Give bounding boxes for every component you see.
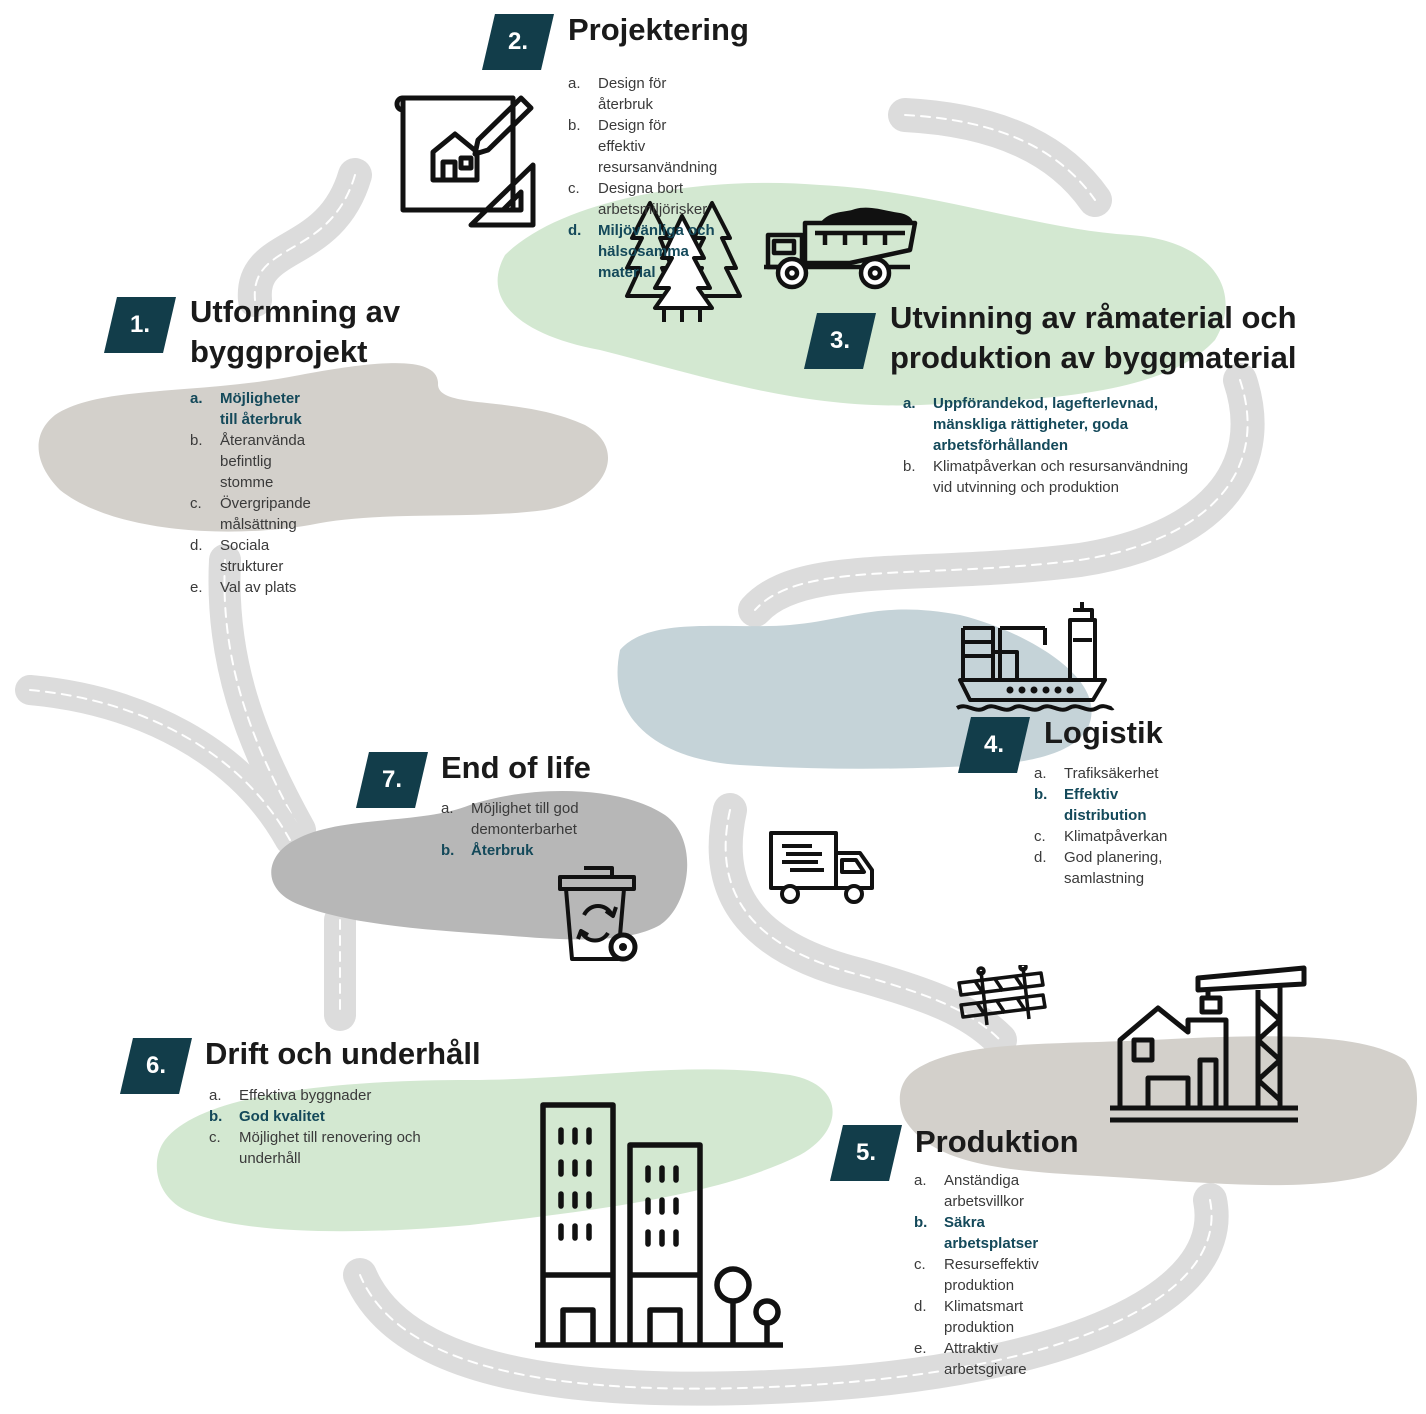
recycle-bin-icon [558,866,638,962]
stage-number-badge: 3. [804,313,876,369]
buildings-icon [535,1102,783,1348]
road [237,158,372,317]
cargo-ship-icon [955,602,1115,712]
stage-item-list: a.Uppförandekod, lagefterlevnad, mänskli… [903,393,1203,498]
stage-number-badge: 1. [104,297,176,353]
list-item: b.Återanvända befintlig stomme [190,432,306,491]
stage-title: Projektering [568,12,749,47]
list-item: d.Klimatsmart produktion [914,1298,1024,1336]
list-item: a.Uppförandekod, lagefterlevnad, mänskli… [903,395,1159,454]
road [343,1183,1229,1406]
gray-blob [38,363,609,532]
list-item: b.Design för effektiv resursanvändning [568,117,718,176]
list-item: a.Design för återbruk [568,75,667,113]
list-item: b.Återbruk [441,842,534,859]
list-item: a.Möjligheter till återbruk [190,390,302,428]
road [208,544,316,846]
road-barrier-icon [957,965,1047,1026]
stage-number-badge: 5. [830,1125,902,1181]
stage-title: End of life [441,750,591,785]
road [888,98,1112,217]
list-item: c.Designa bort arbetsmiljörisker [568,180,708,218]
list-item: b.Effektiv distribution [1034,786,1147,824]
stage-item-list: a.Anständiga arbetsvillkor b.Säkra arbet… [914,1170,1039,1380]
delivery-truck-icon [769,831,874,904]
dark-gray-blob [271,791,688,940]
stage-number-badge: 6. [120,1038,192,1094]
stage-title: Produktion [915,1124,1079,1159]
stage-item-list: a.Effektiva byggnader b.God kvalitet c.M… [209,1085,469,1169]
list-item: c.Övergripande målsättning [190,495,311,533]
list-item: b.Klimatpåverkan och resursanvändning vi… [903,458,1189,496]
list-item: c.Klimatpåverkan [1034,828,1168,845]
list-item: c.Möjlighet till renovering och underhål… [209,1129,421,1167]
list-item: d.God planering, samlastning [1034,849,1163,887]
stage-number-badge: 7. [356,752,428,808]
stage-title: Utformning av byggprojekt [190,294,401,369]
list-item: a.Trafiksäkerhet [1034,765,1159,782]
road [15,675,305,855]
stage-title: Logistik [1044,715,1163,750]
list-item: b.God kvalitet [209,1108,325,1125]
stage-number-badge: 4. [958,717,1030,773]
list-item: d.Sociala strukturer [190,537,284,575]
stage-item-list: a.Möjlighet till god demonterbarhet b.Åt… [441,798,616,861]
list-item: b.Säkra arbetsplatser [914,1214,1039,1252]
list-item: e.Val av plats [190,579,297,596]
stage-item-list: a.Trafiksäkerhet b.Effektiv distribution… [1034,763,1167,889]
stage-title: Drift och underhåll [205,1036,481,1071]
dump-truck-icon [764,207,918,290]
list-item: a.Effektiva byggnader [209,1087,372,1104]
construction-crane-icon [1110,965,1307,1123]
gray-blob [899,1036,1418,1186]
stage-item-list: a.Design för återbruk b.Design för effek… [568,73,717,283]
list-item: a.Möjlighet till god demonterbarhet [441,800,579,838]
list-item: a.Anständiga arbetsvillkor [914,1172,1025,1210]
road [738,363,1265,627]
stage-number-badge: 2. [482,14,554,70]
list-item: c.Resurseffektiv produktion [914,1256,1039,1294]
list-item: d.Miljövänliga och hälsosamma material [568,222,715,281]
list-item: e.Attraktiv arbetsgivare [914,1340,1027,1378]
stage-title: Utvinning av råmaterial och produktion a… [890,300,1297,375]
trees-icon [625,201,742,322]
green-blob [156,1069,833,1232]
stage-item-list: a.Möjligheter till återbruk b.Återanvänd… [190,388,311,598]
blueprint-icon [394,95,536,228]
